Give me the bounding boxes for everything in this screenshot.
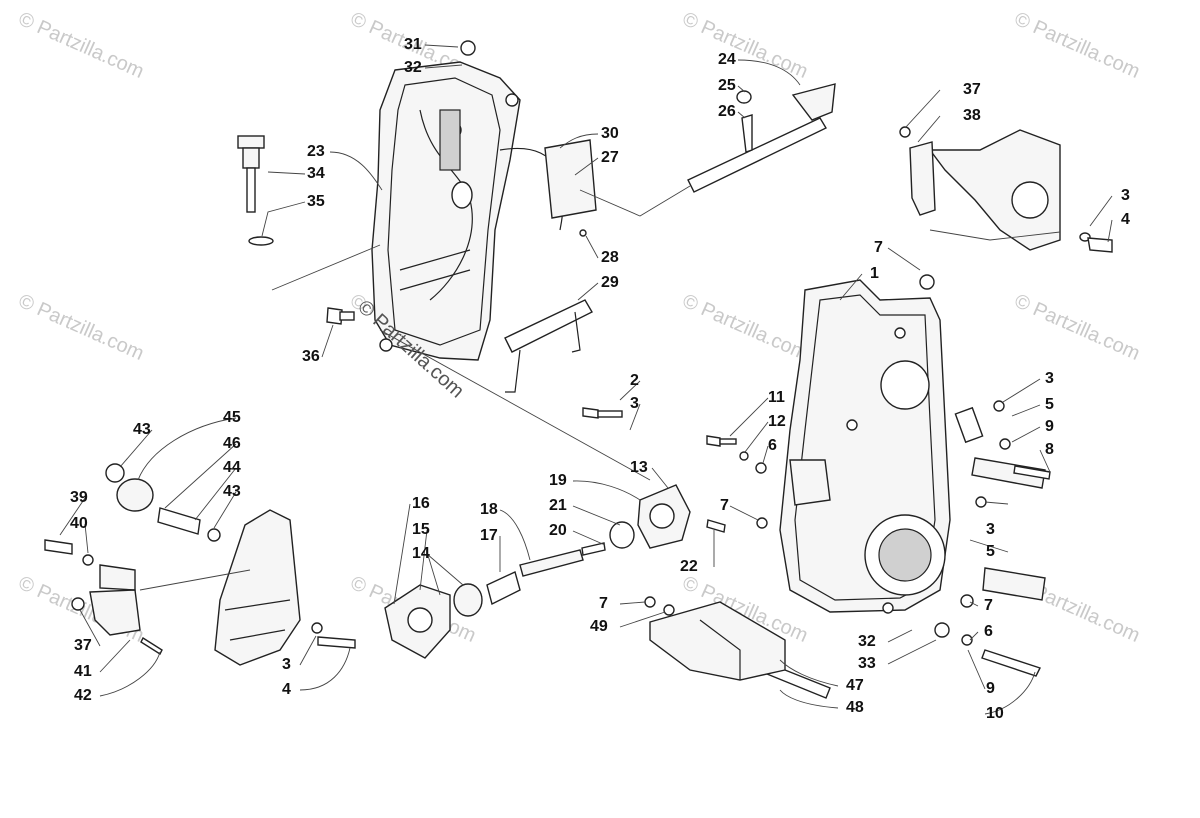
- callout-5: 5: [986, 543, 995, 560]
- callout-48: 48: [846, 699, 864, 716]
- washers: [71, 40, 1011, 646]
- callout-32: 32: [404, 59, 422, 76]
- callout-35: 35: [307, 193, 325, 210]
- callout-12: 12: [768, 413, 786, 430]
- callout-4: 4: [282, 681, 291, 698]
- callout-39: 39: [70, 489, 88, 506]
- callout-37: 37: [963, 81, 981, 98]
- callout-40: 40: [70, 515, 88, 532]
- callout-45: 45: [223, 409, 241, 426]
- callout-43: 43: [133, 421, 151, 438]
- chaincase-cover: [371, 61, 564, 361]
- callout-4: 4: [1121, 211, 1130, 228]
- tensioner-cover: [214, 509, 301, 666]
- callout-36: 36: [302, 348, 320, 365]
- lower-cover: [649, 601, 786, 681]
- callout-14: 14: [412, 545, 430, 562]
- callout-38: 38: [963, 107, 981, 124]
- callout-3: 3: [282, 656, 291, 673]
- callout-49: 49: [590, 618, 608, 635]
- callout-43: 43: [223, 483, 241, 500]
- callout-23: 23: [307, 143, 325, 160]
- callout-19: 19: [549, 472, 567, 489]
- callout-7: 7: [984, 597, 993, 614]
- callout-24: 24: [718, 51, 736, 68]
- callout-7: 7: [874, 239, 883, 256]
- callout-1: 1: [870, 265, 879, 282]
- callout-41: 41: [74, 663, 92, 680]
- callout-5: 5: [1045, 396, 1054, 413]
- callout-33: 33: [858, 655, 876, 672]
- gear-shafts: [954, 406, 1046, 601]
- shift-fork: [504, 299, 593, 393]
- callout-28: 28: [601, 249, 619, 266]
- callout-13: 13: [630, 459, 648, 476]
- bolts: [44, 307, 1051, 699]
- callout-9: 9: [986, 680, 995, 697]
- callout-25: 25: [718, 77, 736, 94]
- callout-2: 2: [630, 372, 639, 389]
- cover-plate: [544, 139, 597, 237]
- callout-32: 32: [858, 633, 876, 650]
- callout-46: 46: [223, 435, 241, 452]
- callout-17: 17: [480, 527, 498, 544]
- callout-3: 3: [986, 521, 995, 538]
- callout-18: 18: [480, 501, 498, 518]
- callout-42: 42: [74, 687, 92, 704]
- callout-44: 44: [223, 459, 241, 476]
- callout-30: 30: [601, 125, 619, 142]
- callout-7: 7: [599, 595, 608, 612]
- shift-shaft: [687, 83, 836, 193]
- callout-21: 21: [549, 497, 567, 514]
- callout-8: 8: [1045, 441, 1054, 458]
- callout-11: 11: [768, 389, 785, 406]
- callout-6: 6: [768, 437, 777, 454]
- bearing-assembly: [384, 484, 726, 659]
- reverse-bracket: [899, 126, 1113, 253]
- callout-9: 9: [1045, 418, 1054, 435]
- callout-22: 22: [680, 558, 698, 575]
- callout-34: 34: [307, 165, 325, 182]
- callout-3: 3: [1045, 370, 1054, 387]
- callout-20: 20: [549, 522, 567, 539]
- leader-lines: [59, 44, 1113, 715]
- callout-3: 3: [1121, 187, 1130, 204]
- callout-27: 27: [601, 149, 619, 166]
- callout-29: 29: [601, 274, 619, 291]
- callout-3: 3: [630, 395, 639, 412]
- callout-7: 7: [720, 497, 729, 514]
- dipstick: [237, 135, 274, 246]
- callout-47: 47: [846, 677, 864, 694]
- callout-6: 6: [984, 623, 993, 640]
- callout-16: 16: [412, 495, 430, 512]
- callout-26: 26: [718, 103, 736, 120]
- callout-37: 37: [74, 637, 92, 654]
- chain-tensioner: [89, 478, 201, 636]
- callout-10: 10: [986, 705, 1004, 722]
- callout-31: 31: [404, 36, 422, 53]
- gearcase-housing: [779, 279, 951, 614]
- callout-15: 15: [412, 521, 430, 538]
